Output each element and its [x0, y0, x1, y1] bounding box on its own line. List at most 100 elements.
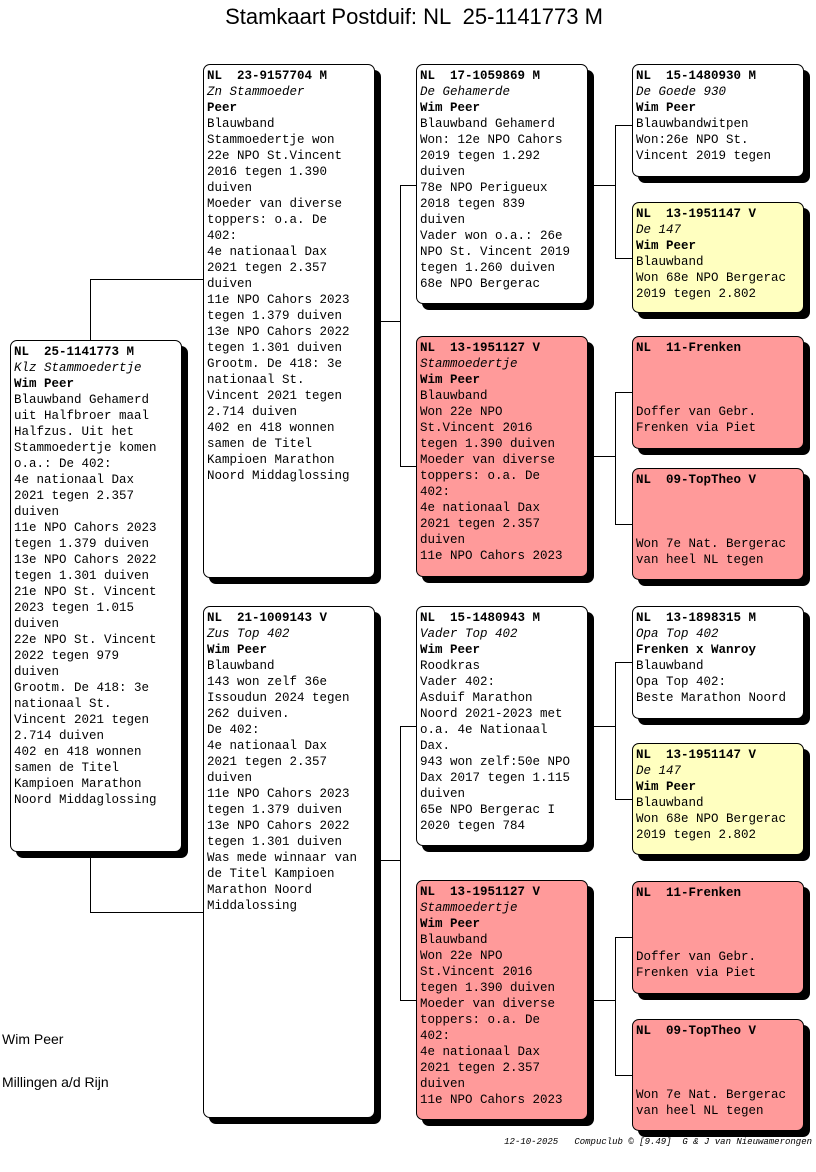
card-text-line: 2021 tegen 2.357 — [420, 1061, 541, 1075]
card-text-line: Roodkras — [420, 659, 481, 673]
card-text-line: Vincent 2021 tegen — [207, 389, 343, 403]
card-text-line: Vader 402: — [420, 675, 496, 689]
card-text-line: St.Vincent 2016 — [420, 965, 533, 979]
card-text-line: Won 22e NPO — [420, 405, 503, 419]
card-text-line: Was mede winnaar van — [207, 851, 358, 865]
connector-line — [615, 392, 616, 524]
pigeon-name: Opa Top 402 — [636, 627, 719, 641]
card-text-line: Won:26e NPO St. — [636, 133, 749, 147]
ring-number: NL 15-1480943 M — [420, 611, 541, 625]
card-text-line: tegen 1.390 duiven — [420, 981, 556, 995]
connector-line — [615, 125, 632, 126]
card-text-line: Halfzus. Uit het — [14, 425, 135, 439]
card-text-line: Moeder van diverse — [420, 997, 556, 1011]
card-text-line: tegen 1.379 duiven — [207, 803, 343, 817]
card-text-line: 21e NPO St. Vincent — [14, 585, 157, 599]
card-text-line: 402 en 418 wonnen — [14, 745, 142, 759]
card-text-line: Frenken via Piet — [636, 966, 757, 980]
card-text-line: nationaal St. — [14, 697, 112, 711]
card-text-line: Won: 12e NPO Cahors — [420, 133, 563, 147]
card-text-line: tegen 1.301 duiven — [14, 569, 150, 583]
pigeon-name — [636, 1039, 803, 1055]
pigeon-name: De 147 — [636, 764, 682, 778]
card-text-line: 4e nationaal Dax — [207, 245, 328, 259]
card-text-line: van heel NL tegen — [636, 1104, 764, 1118]
card-text-line — [636, 1071, 803, 1087]
card-text-line: 2016 tegen 1.390 — [207, 165, 328, 179]
connector-line — [400, 1000, 416, 1001]
card-text-line: Vader won o.a.: 26e — [420, 229, 563, 243]
card-text-line: o.a. 4e Nationaal — [420, 723, 548, 737]
card-text-line: Blauwband — [636, 796, 704, 810]
card-text-line: 402: — [420, 1029, 451, 1043]
card-text-line: St.Vincent 2016 — [420, 421, 533, 435]
card-text-line: 4e nationaal Dax — [14, 473, 135, 487]
connector-line — [615, 937, 632, 938]
card-text-line: 143 won zelf 36e — [207, 675, 328, 689]
card-text-line: 11e NPO Cahors 2023 — [207, 787, 350, 801]
ring-number: NL 13-1951147 V — [636, 748, 757, 762]
card-text-line: Won 68e NPO Bergerac — [636, 812, 787, 826]
card-text-line: van heel NL tegen — [636, 553, 764, 567]
connector-line — [400, 185, 401, 466]
breeder-name: Wim Peer — [420, 101, 481, 115]
ring-number: NL 11-Frenken — [636, 341, 742, 355]
connector-line — [90, 852, 91, 913]
ring-number: NL 13-1951147 V — [636, 207, 757, 221]
card-text-line: 2022 tegen 979 — [14, 649, 120, 663]
connector-line — [615, 937, 616, 1075]
pigeon-name — [636, 901, 803, 917]
connector-line — [589, 1000, 616, 1001]
card-text-line: toppers: o.a. De — [207, 213, 328, 227]
connector-line — [376, 860, 401, 861]
card-text-line: Grootm. De 418: 3e — [14, 681, 150, 695]
pigeon-name — [636, 356, 803, 372]
card-text-line: 22e NPO St. Vincent — [14, 633, 157, 647]
connector-line — [376, 321, 401, 322]
pigeon-name: De Gehamerde — [420, 85, 511, 99]
card-text-line: tegen 1.390 duiven — [420, 437, 556, 451]
card-text-line: samen de Titel — [207, 437, 313, 451]
connector-line — [90, 279, 91, 340]
breeder-name: Wim Peer — [636, 780, 697, 794]
connector-line — [400, 185, 416, 186]
card-text-line: Doffer van Gebr. — [636, 950, 757, 964]
connector-line — [90, 279, 203, 280]
card-text-line: 11e NPO Cahors 2023 — [420, 1093, 563, 1107]
card-text-line: De 402: — [207, 723, 260, 737]
card-text-line: 2019 tegen 1.292 — [420, 149, 541, 163]
connector-line — [589, 726, 616, 727]
pigeon-name: Vader Top 402 — [420, 627, 518, 641]
card-text-line: Moeder van diverse — [420, 453, 556, 467]
connector-line — [400, 726, 416, 727]
breeder-name: Wim Peer — [14, 377, 75, 391]
connector-line — [615, 799, 632, 800]
card-text-line: 2018 tegen 839 — [420, 197, 526, 211]
card-text-line: duiven — [420, 1077, 466, 1091]
breeder-name — [636, 1055, 803, 1071]
pigeon-name: De Goede 930 — [636, 85, 727, 99]
card-text-line: tegen 1.260 duiven — [420, 261, 556, 275]
card-text-line: duiven — [420, 533, 466, 547]
card-text-line: Won 22e NPO — [420, 949, 503, 963]
card-text-line: 11e NPO Cahors 2023 — [14, 521, 157, 535]
owner-name: Wim Peer — [2, 1031, 64, 1047]
card-text-line: Blauwbandwitpen — [636, 117, 749, 131]
pigeon-name — [636, 488, 803, 504]
card-text-line: duiven — [14, 665, 60, 679]
